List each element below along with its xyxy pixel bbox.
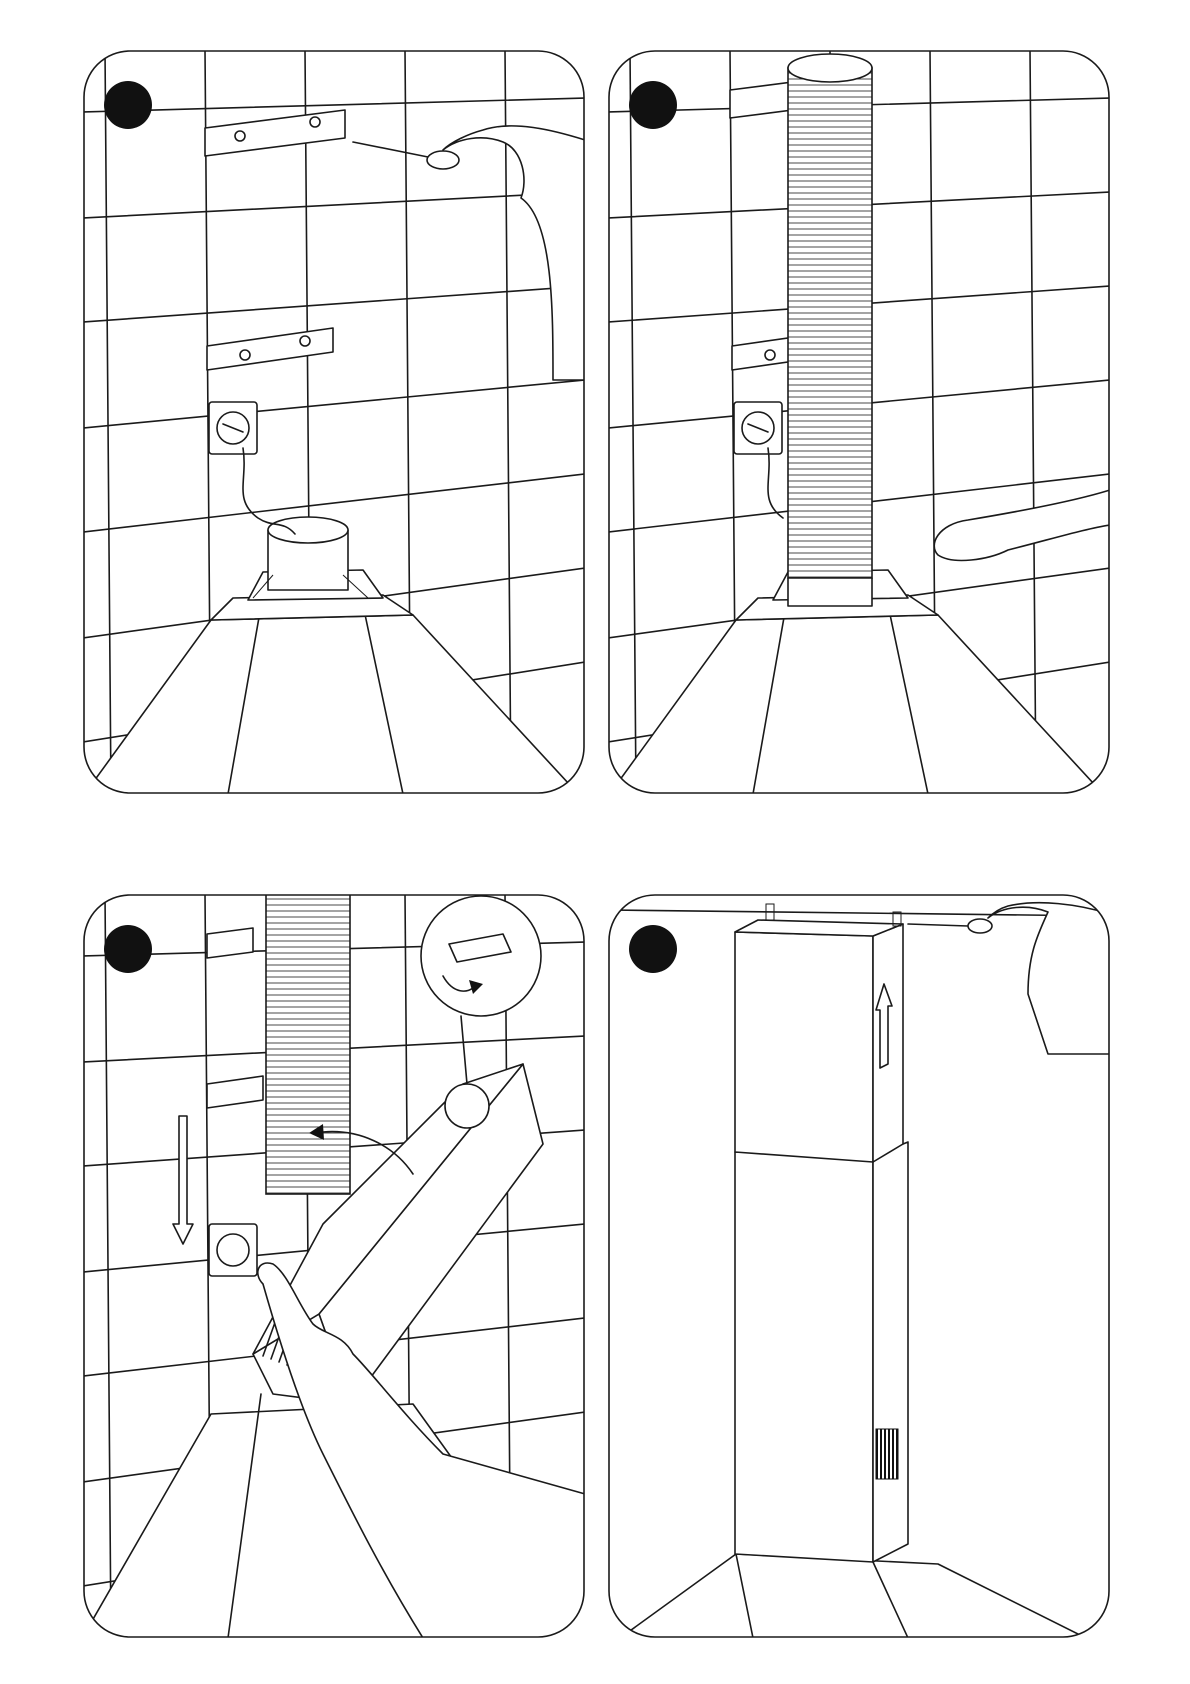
step-2-illustration — [608, 50, 1110, 794]
step-marker — [104, 81, 152, 129]
step-4-illustration — [608, 894, 1110, 1638]
flexible-duct — [266, 894, 350, 1194]
vent-grille — [876, 1429, 898, 1479]
flexible-duct — [788, 54, 872, 606]
hood-body — [608, 1554, 1110, 1638]
hand — [443, 126, 585, 380]
wall-bracket-upper — [205, 110, 345, 156]
ceiling-line — [608, 910, 1110, 916]
power-socket — [209, 1224, 257, 1276]
power-socket — [209, 402, 295, 534]
step-panel-1 — [83, 50, 585, 794]
step-marker — [104, 925, 152, 973]
chimney-lower — [735, 1142, 908, 1562]
hood-outlet — [211, 517, 413, 620]
chimney-upper — [735, 904, 903, 1162]
screwdriver — [908, 919, 992, 933]
step-3-illustration — [83, 894, 585, 1638]
power-socket — [734, 402, 783, 518]
step-marker — [629, 925, 677, 973]
step-1-illustration — [83, 50, 585, 794]
step-panel-2 — [608, 50, 1110, 794]
wall-bracket-lower — [207, 328, 333, 370]
wall-bracket — [207, 928, 263, 1108]
hand — [934, 490, 1110, 560]
hand — [988, 903, 1110, 1054]
step-panel-3 — [83, 894, 585, 1638]
down-arrow — [173, 1116, 193, 1244]
step-marker — [629, 81, 677, 129]
step-panel-4 — [608, 894, 1110, 1638]
